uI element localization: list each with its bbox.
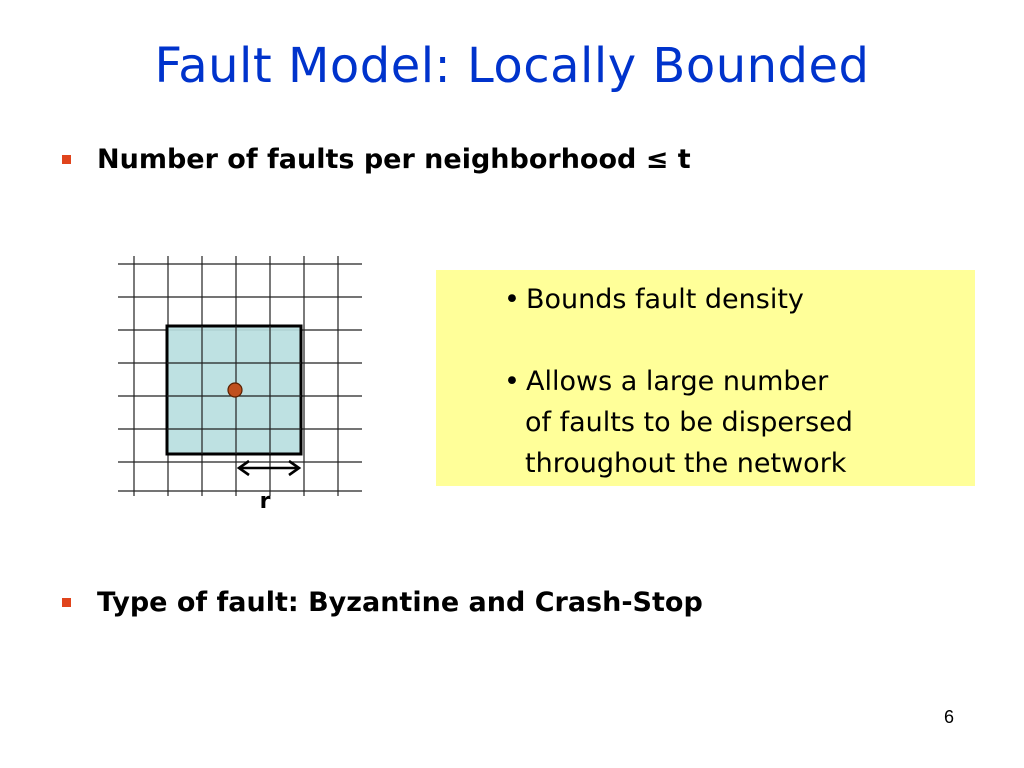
info-item-dispersed: •Allows a large number of faults to be d… (504, 361, 853, 484)
info-item-density: •Bounds fault density (504, 279, 804, 320)
center-node-icon (227, 382, 243, 398)
neighborhood-grid-diagram: r (118, 256, 362, 514)
bullet-text: Type of fault: Byzantine and Crash-Stop (97, 587, 703, 618)
info-text-line: of faults to be dispersed (525, 407, 853, 438)
bullet-dot-icon: • (504, 284, 520, 315)
bullet-square-icon (62, 155, 71, 164)
bullet-dot-icon: • (504, 366, 520, 397)
bullet-item-fault-type: Type of fault: Byzantine and Crash-Stop (62, 587, 703, 618)
bullet-item-neighborhood: Number of faults per neighborhood ≤ t (62, 144, 691, 175)
info-text-line: Bounds fault density (526, 284, 804, 315)
radius-label: r (260, 489, 271, 514)
info-text-line: Allows a large number (526, 366, 829, 397)
bullet-square-icon (62, 598, 71, 607)
region-inner-grid (167, 326, 301, 454)
slide-title: Fault Model: Locally Bounded (154, 38, 870, 94)
radius-arrow-icon (236, 459, 302, 477)
bullet-text: Number of faults per neighborhood ≤ t (97, 144, 691, 175)
page-number: 6 (944, 707, 955, 727)
info-box: •Bounds fault density •Allows a large nu… (436, 270, 975, 486)
info-text-line: throughout the network (525, 448, 847, 479)
